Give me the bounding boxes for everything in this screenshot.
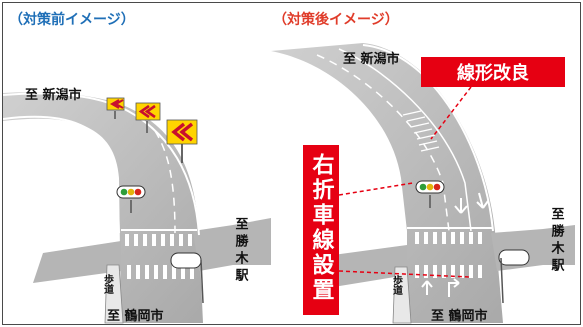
before-sidewalk-label: 歩道	[102, 273, 114, 295]
after-crosswalk-north	[415, 232, 482, 244]
after-traffic-light	[415, 180, 445, 208]
before-main-road	[3, 92, 203, 323]
before-traffic-light	[116, 185, 146, 213]
before-sidewalk	[104, 264, 124, 324]
after-hatching	[402, 110, 440, 152]
callout-realign-box	[421, 57, 565, 87]
after-panel: 線形改良 右折車線設置 （対策後イメージ） 至 新潟市 至勝木駅 至 鶴岡市 歩…	[271, 11, 575, 324]
before-cross-road	[193, 218, 271, 271]
after-control-box	[498, 249, 530, 304]
after-sidewalk-label: 歩道	[391, 274, 403, 296]
callout-turnlane-label: 右折車線設置	[309, 153, 335, 303]
after-dest-katsugi: 至勝木駅	[549, 207, 566, 275]
before-dest-katsugi: 至勝木駅	[233, 217, 250, 285]
callout-realign-label: 線形改良	[457, 62, 529, 84]
after-title: （対策後イメージ）	[273, 11, 399, 28]
before-title: （対策前イメージ）	[9, 11, 135, 28]
after-dest-niigata: 至 新潟市	[343, 51, 400, 67]
comparison-diagram: （対策前イメージ） 至 新潟市 至勝木駅 至 鶴岡市 歩道	[3, 11, 575, 324]
before-control-box	[170, 252, 204, 304]
callout-turnlane-leader-1	[338, 182, 414, 196]
before-dest-niigata: 至 新潟市	[25, 87, 82, 103]
callout-realign-leader	[430, 86, 472, 140]
before-crosswalk-south	[127, 265, 194, 279]
after-crosswalk-south	[415, 265, 482, 278]
after-lane-arrows	[421, 192, 489, 297]
after-sidewalk	[392, 266, 412, 324]
after-main-road	[271, 43, 503, 323]
before-panel: （対策前イメージ） 至 新潟市 至勝木駅 至 鶴岡市 歩道	[3, 11, 271, 324]
before-crosswalk-north	[125, 234, 192, 246]
before-dest-tsuruoka: 至 鶴岡市	[107, 308, 164, 324]
callout-turnlane-leader-2	[338, 270, 470, 278]
before-chevron-sign-medium	[135, 102, 161, 133]
callout-turnlane-box	[303, 145, 339, 315]
before-chevron-sign-large	[166, 119, 198, 163]
before-chevron-sign-small	[106, 97, 125, 119]
before-left-road	[33, 241, 121, 283]
after-left-road	[321, 245, 407, 289]
after-dest-tsuruoka: 至 鶴岡市	[431, 308, 488, 324]
